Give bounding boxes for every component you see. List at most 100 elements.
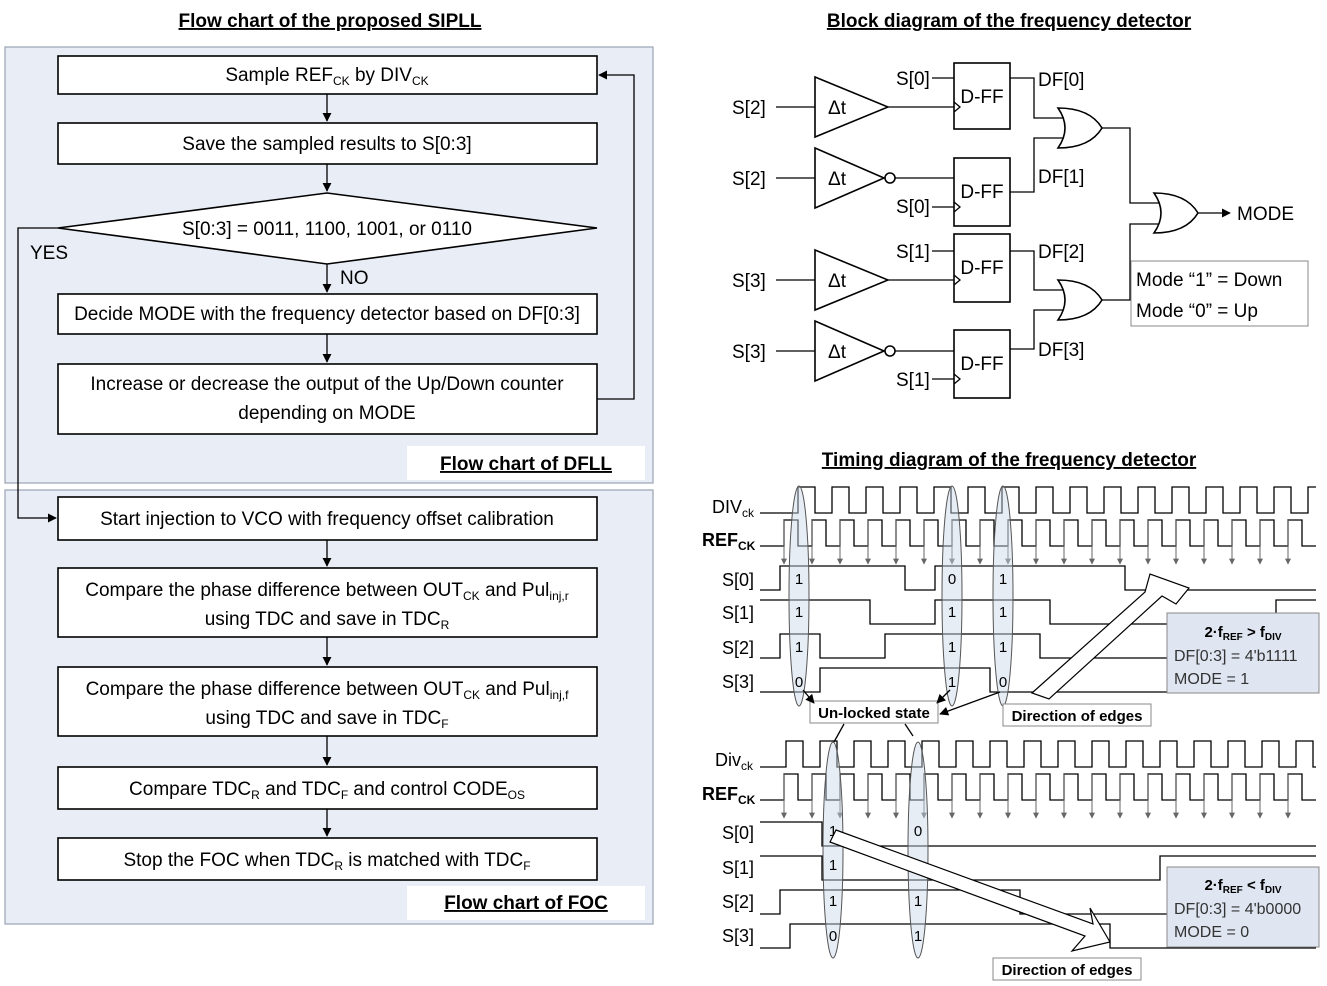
tt-unlocked-link-2 [904,723,914,737]
flowchart-title: Flow chart of the proposed SIPLL [179,11,482,32]
dfll-step-counter-line1: Increase or decrease the output of the U… [90,374,564,395]
foc-step-compare-r [57,567,598,638]
tt-sample-ellipse-2 [941,485,963,707]
bd-delay-inverter-3 [814,319,887,383]
tt-sample-ellipse-1 [788,485,810,707]
tb-direction-box [992,957,1142,981]
bd-dff-1 [953,157,1011,227]
timing-bottom-panel [760,740,1316,949]
tb-direction-label: Direction of edges [1002,962,1133,979]
bd-legend-down: Mode “1” = Down [1136,270,1282,291]
tt-div-label: DIVck [712,497,755,520]
foc-step-compare-r-line2: using TDC and save in TDCR [205,609,450,632]
tb-sample-ellipse-2 [907,741,929,959]
tt-c1-v1: 1 [795,604,803,621]
tb-wave-s3 [760,923,1316,949]
bd-dff-0 [953,62,1011,130]
bd-delay-label-0: Δt [828,98,847,119]
dfll-step-sample-text: Sample REFCK by DIVCK [225,65,428,88]
bd-wire-q-1 [1010,137,1066,193]
tt-direction-box [1002,703,1152,727]
bd-or-gate-top [1056,107,1103,149]
bd-wire-q-2 [1010,250,1066,291]
dfll-step-sample [57,55,598,95]
foc-step-control-text: Compare TDCR and TDCF and control CODEOS [129,779,525,802]
bd-clk-mark-3 [953,373,962,385]
bd-dff-label-1: D-FF [960,182,1003,203]
tb-c2-v3: 1 [914,928,922,945]
tb-info-box [1166,866,1320,948]
tb-div-label: Divck [715,750,754,773]
tt-wave-s1 [760,599,1316,625]
bd-output-3: DF[3] [1038,340,1084,361]
bd-legend-up: Mode “0” = Up [1136,301,1258,322]
bd-clk-mark-1 [953,201,962,213]
foc-step-compare-f-line2: using TDC and save in TDCF [205,708,448,731]
tt-sig-0: S[0] [722,570,754,590]
bd-delay-buffer-0 [814,75,891,139]
bd-delay-inverter-1 [814,146,887,210]
bd-mode-legend [1130,260,1309,327]
tb-sample-ellipse-1 [822,741,844,959]
bd-dff-label-0: D-FF [960,87,1003,108]
tb-c1-v1: 1 [829,857,837,874]
bd-wire-q-0 [1010,77,1066,119]
tb-wave-s2 [760,889,1316,915]
bd-dff-3 [953,329,1011,399]
tt-c2-v2: 1 [948,639,956,656]
foc-section-label: Flow chart of FOC [444,893,608,914]
tt-direction-label: Direction of edges [1012,708,1143,725]
bd-delay-label-1: Δt [828,169,847,190]
tt-unlocked-arrow-2 [936,689,951,704]
bd-clk-mark-0 [953,101,962,113]
dfll-step-counter-line2: depending on MODE [238,403,415,424]
tt-div-clock [760,486,1316,514]
bd-wire-q-3 [1010,309,1066,350]
dfll-step-decide-text: Decide MODE with the frequency detector … [74,304,580,325]
bd-dff-2 [953,233,1011,303]
tt-wave-s0 [760,565,1316,591]
foc-label-bg [407,886,645,920]
dfll-step-save-text: Save the sampled results to S[0:3] [182,134,471,155]
foc-step-compare-f [57,666,598,737]
dfll-decision-text: S[0:3] = 0011, 1100, 1001, or 0110 [182,219,472,240]
tt-info-box [1166,612,1320,694]
tt-c1-v3: 0 [795,674,803,691]
tt-sig-1: S[1] [722,603,754,623]
bd-dff-label-2: D-FF [960,258,1003,279]
bd-or-gate-final [1152,192,1199,234]
foc-step-stop-text: Stop the FOC when TDCR is matched with T… [123,850,530,873]
bd-wire-or-top [1102,127,1162,204]
no-label: NO [340,268,369,289]
tb-ref-clock [760,773,1316,801]
tb-sig-3: S[3] [722,926,754,946]
bd-clk-mark-2 [953,274,962,286]
tt-wave-s2 [760,633,1316,659]
bd-input-0: S[2] [732,98,766,119]
foc-step-start-text: Start injection to VCO with frequency of… [100,509,554,530]
tt-c2-v3: 1 [948,674,956,691]
bd-delay-label-3: Δt [828,342,847,363]
tt-ref-clock [760,519,1316,547]
tb-info-df: DF[0:3] = 4'b0000 [1174,901,1301,918]
tt-sample-ellipse-3 [992,485,1014,707]
bd-input-1: S[2] [732,169,766,190]
tb-c2-v0: 0 [914,823,922,840]
timing-top-panel [760,486,1316,693]
tt-c3-v0: 1 [999,571,1007,588]
tt-unlocked-label: Un-locked state [818,705,930,722]
tt-direction-arrow [1030,573,1190,700]
bd-delay-buffer-2 [814,248,891,312]
bd-inverter-bubble-1 [884,172,896,184]
tt-info-mode: MODE = 1 [1174,671,1249,688]
bd-clk-label-0: S[0] [896,69,930,90]
tb-direction-arrow [829,829,1111,953]
bd-output-2: DF[2] [1038,242,1084,263]
block-diagram-title: Block diagram of the frequency detector [827,11,1192,32]
bd-mode-label: MODE [1237,204,1294,225]
bd-output-0: DF[0] [1038,70,1084,91]
tt-unlocked-box [809,700,939,724]
bd-input-2: S[3] [732,271,766,292]
tt-info-title: 2·fREF > fDIV [1204,624,1281,643]
